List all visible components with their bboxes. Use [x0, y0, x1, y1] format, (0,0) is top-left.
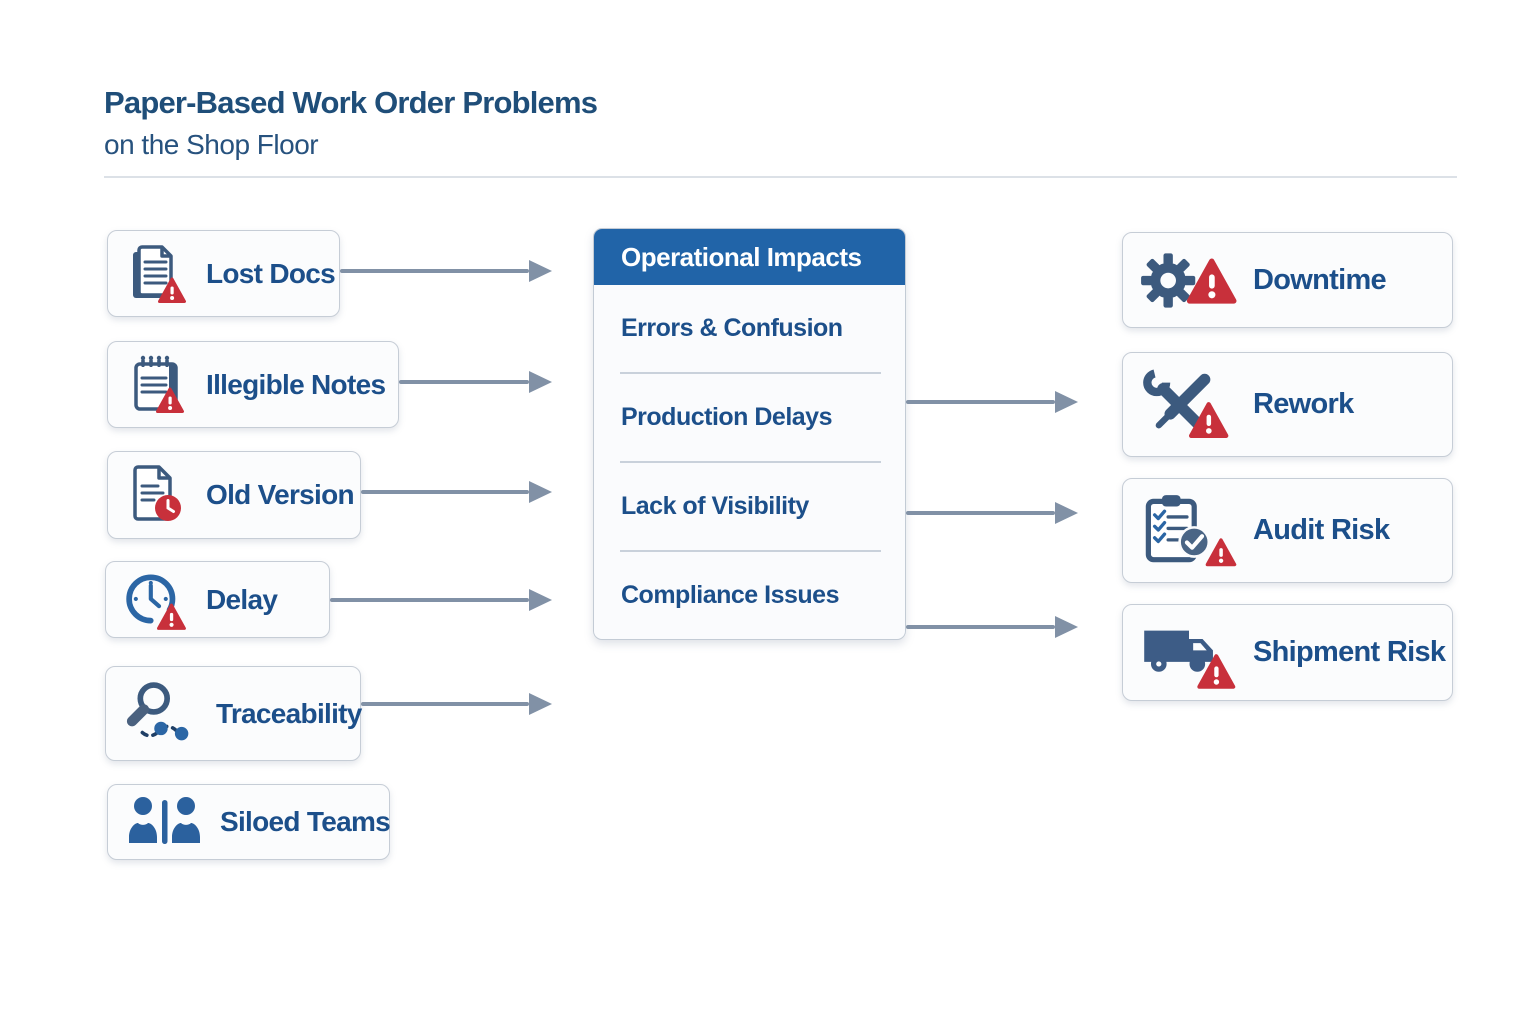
outcome-label: Audit Risk: [1253, 514, 1390, 546]
problem-card-old-version: Old Version: [107, 451, 361, 539]
clipboard-check-warning-icon: [1139, 494, 1239, 567]
problem-card-delay: Delay: [105, 561, 330, 638]
clock-warning-icon: [121, 568, 193, 632]
problem-label: Old Version: [206, 479, 355, 510]
panel-body: Errors & Confusion Production Delays Lac…: [594, 285, 905, 639]
problem-card-lost-docs: Lost Docs: [107, 230, 340, 317]
arrow-impacts-to-shipment-risk: [906, 625, 1055, 629]
outcome-label: Downtime: [1253, 263, 1387, 296]
outcome-card-downtime: Downtime: [1122, 232, 1453, 328]
problem-card-illegible-notes: Illegible Notes: [107, 341, 399, 428]
split-people-icon: [123, 793, 207, 851]
problem-label: Traceability: [216, 697, 362, 729]
problem-card-siloed-teams: Siloed Teams: [107, 784, 391, 860]
problem-card-traceability: Traceability: [105, 666, 362, 761]
panel-divider: [620, 550, 881, 552]
panel-divider: [620, 461, 881, 463]
outcome-card-audit-risk: Audit Risk: [1122, 478, 1453, 583]
arrow-delay-to-impacts: [330, 598, 529, 602]
page-title: Paper-Based Work Order Problems on the S…: [104, 85, 598, 161]
impact-item-lack-of-visibility: Lack of Visibility: [621, 491, 809, 520]
panel-header: Operational Impacts: [594, 229, 905, 285]
tools-warning-icon: [1139, 368, 1239, 441]
arrow-lost-docs-to-impacts: [340, 269, 529, 273]
lost-docs-icon: [123, 243, 193, 305]
operational-impacts-panel: Operational Impacts Errors & Confusion P…: [593, 228, 906, 640]
outcome-label: Rework: [1253, 388, 1354, 420]
panel-divider: [620, 372, 881, 374]
arrow-illegible-notes-to-impacts: [399, 380, 529, 384]
magnifier-trail-icon: [121, 681, 203, 746]
problem-label: Lost Docs: [206, 257, 336, 289]
arrow-impacts-to-rework: [906, 400, 1055, 404]
outcome-card-shipment-risk: Shipment Risk: [1122, 604, 1453, 701]
impact-item-production-delays: Production Delays: [621, 403, 833, 432]
page-title-line2: on the Shop Floor: [104, 129, 319, 161]
title-divider: [104, 176, 1457, 178]
outcome-card-rework: Rework: [1122, 352, 1453, 457]
arrow-impacts-to-audit-risk: [906, 511, 1055, 515]
document-clock-icon: [123, 464, 193, 526]
problem-label: Siloed Teams: [220, 806, 391, 837]
notepad-warning-icon: [123, 354, 193, 416]
impact-item-errors-confusion: Errors & Confusion: [621, 314, 843, 343]
page-title-line1: Paper-Based Work Order Problems: [104, 85, 598, 120]
impact-item-compliance-issues: Compliance Issues: [621, 580, 839, 609]
problem-label: Delay: [206, 583, 278, 615]
arrow-traceability-to-impacts: [361, 702, 529, 706]
truck-warning-icon: [1139, 616, 1239, 689]
problem-label: Illegible Notes: [206, 368, 386, 400]
arrow-old-version-to-impacts: [361, 490, 529, 494]
gear-warning-icon: [1139, 244, 1239, 317]
outcome-label: Shipment Risk: [1253, 636, 1446, 668]
